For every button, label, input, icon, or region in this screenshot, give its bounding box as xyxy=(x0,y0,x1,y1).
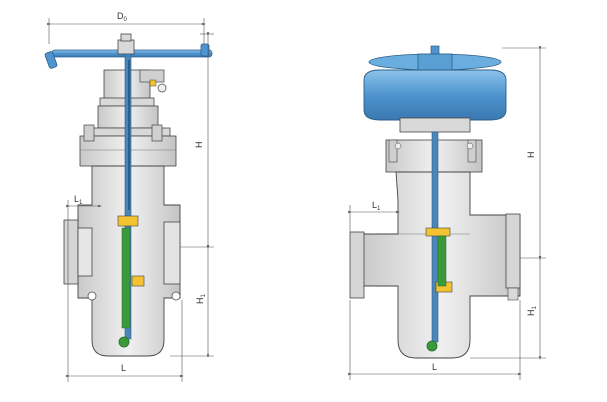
left-stem xyxy=(117,53,145,348)
left-dim-d0: D0 xyxy=(117,11,128,23)
left-dim-l1: L1 xyxy=(74,194,83,206)
right-dim-l1: L1 xyxy=(372,200,381,212)
left-valve: D0 H L1 H1 L xyxy=(44,11,214,382)
right-dim-h: H xyxy=(526,152,536,159)
right-dim-l: L xyxy=(432,362,437,372)
left-dim-h: H xyxy=(194,142,204,149)
right-dim-h1: H1 xyxy=(526,306,538,317)
right-stem xyxy=(425,131,453,352)
left-dim-h1: H1 xyxy=(195,294,207,305)
right-valve: H L1 H1 L xyxy=(348,45,546,380)
right-dimensions xyxy=(348,46,546,380)
right-handwheel xyxy=(363,45,507,133)
left-dim-l: L xyxy=(121,363,126,373)
left-dimensions xyxy=(47,18,214,382)
